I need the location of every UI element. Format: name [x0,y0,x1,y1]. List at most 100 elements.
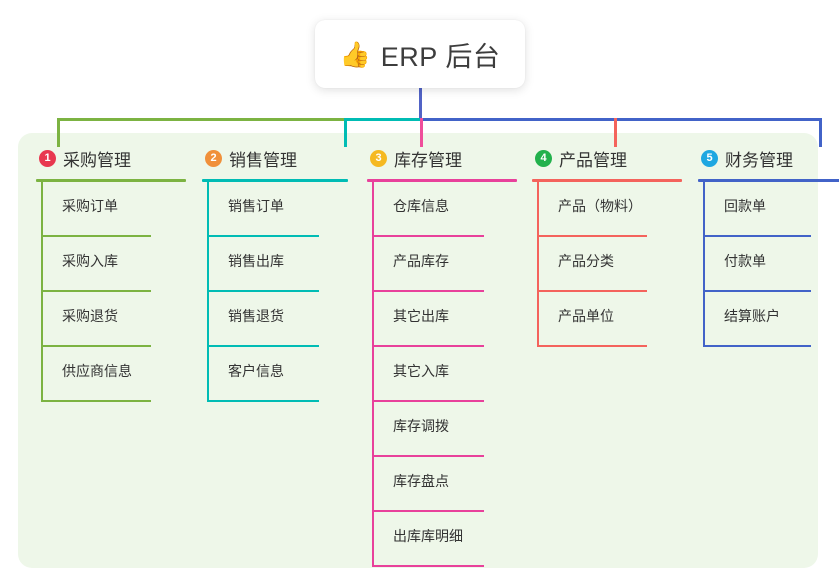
branch-item-label: 采购入库 [62,253,118,269]
branch-number-badge: 3 [370,149,387,167]
branch-item-rule [537,290,647,292]
branch-column-5: 5 财务管理回款单付款单结算账户 [698,146,839,347]
branch-item[interactable]: 其它入库 [367,347,517,402]
branch-item-list: 仓库信息产品库存其它出库其它入库库存调拨库存盘点出库库明细 [367,182,517,567]
branch-item[interactable]: 结算账户 [698,292,839,347]
branch-header-rule [36,179,186,182]
branch-item[interactable]: 库存调拨 [367,402,517,457]
branch-header-rule [367,179,517,182]
branch-item[interactable]: 销售订单 [202,182,348,237]
branch-item-label: 采购退货 [62,308,118,324]
branch-item-label: 产品分类 [558,253,614,269]
branch-item-rule [372,400,484,402]
branch-item-label: 库存盘点 [393,473,449,489]
branch-item[interactable]: 付款单 [698,237,839,292]
branch-item-label: 产品库存 [393,253,449,269]
branch-title: 库存管理 [394,150,462,170]
branch-title: 采购管理 [63,150,131,170]
branch-item-rule [372,510,484,512]
bus-segment-3 [420,118,821,121]
branch-header-rule [532,179,682,182]
branch-column-1: 1 采购管理采购订单采购入库采购退货供应商信息 [36,146,186,402]
branch-item-list: 销售订单销售出库销售退货客户信息 [202,182,348,402]
branch-spine [372,182,374,567]
branch-spine [41,182,43,402]
branches-panel [18,133,818,568]
branch-item-rule [207,345,319,347]
branch-item[interactable]: 出库库明细 [367,512,517,567]
branch-item-label: 出库库明细 [393,528,463,544]
branch-item-label: 销售出库 [228,253,284,269]
branch-item-label: 供应商信息 [62,363,132,379]
drop-connector-1 [57,118,60,147]
root-node[interactable]: 👍 ERP 后台 [315,20,525,88]
branch-item-rule [372,235,484,237]
branch-item-list: 回款单付款单结算账户 [698,182,839,347]
branch-header-1[interactable]: 1 采购管理 [36,146,186,170]
branch-number-badge: 1 [39,149,56,167]
branch-header-rule [202,179,348,182]
branch-item[interactable]: 产品分类 [532,237,682,292]
branch-item-rule [207,290,319,292]
branch-title: 销售管理 [229,150,297,170]
branch-spine [537,182,539,347]
branch-item-label: 客户信息 [228,363,284,379]
branch-item-label: 库存调拨 [393,418,449,434]
branch-item-label: 产品单位 [558,308,614,324]
branch-item-label: 付款单 [724,253,766,269]
branch-item[interactable]: 销售出库 [202,237,348,292]
branch-item-label: 仓库信息 [393,198,449,214]
branch-item-label: 销售订单 [228,198,284,214]
branch-item[interactable]: 产品（物料） [532,182,682,237]
branch-item-label: 回款单 [724,198,766,214]
branch-item-label: 采购订单 [62,198,118,214]
branch-item[interactable]: 其它出库 [367,292,517,347]
branch-item-rule [372,345,484,347]
branch-spine [207,182,209,402]
branch-item[interactable]: 产品库存 [367,237,517,292]
drop-connector-5 [819,118,822,147]
branch-item-label: 销售退货 [228,308,284,324]
branch-item[interactable]: 采购订单 [36,182,186,237]
branch-item-rule [537,345,647,347]
branch-item-rule [41,290,151,292]
branch-item-rule [41,235,151,237]
branch-item[interactable]: 供应商信息 [36,347,186,402]
branch-item-label: 结算账户 [724,308,780,324]
root-node-title: ERP 后台 [380,41,501,72]
branch-item[interactable]: 产品单位 [532,292,682,347]
branch-number-badge: 2 [205,149,222,167]
branch-item[interactable]: 采购入库 [36,237,186,292]
branch-item-list: 采购订单采购入库采购退货供应商信息 [36,182,186,402]
branch-item-rule [372,565,484,567]
branch-title: 产品管理 [559,150,627,170]
branch-spine [703,182,705,347]
branch-column-3: 3 库存管理仓库信息产品库存其它出库其它入库库存调拨库存盘点出库库明细 [367,146,517,567]
branch-item[interactable]: 回款单 [698,182,839,237]
thumbs-up-icon: 👍 [339,39,371,69]
branch-item[interactable]: 采购退货 [36,292,186,347]
bus-segment-1 [57,118,346,121]
branch-header-3[interactable]: 3 库存管理 [367,146,517,170]
branch-item-rule [372,290,484,292]
branch-item[interactable]: 客户信息 [202,347,348,402]
branch-item-rule [207,235,319,237]
branch-column-2: 2 销售管理销售订单销售出库销售退货客户信息 [202,146,348,402]
drop-connector-2 [344,118,347,147]
branch-item[interactable]: 库存盘点 [367,457,517,512]
branch-item[interactable]: 销售退货 [202,292,348,347]
branch-item-list: 产品（物料） 产品分类产品单位 [532,182,682,347]
branch-item-label: 其它入库 [393,363,449,379]
branch-item[interactable]: 仓库信息 [367,182,517,237]
branch-item-label: 产品（物料） [558,198,642,214]
branch-number-badge: 5 [701,149,718,167]
root-stem-connector [419,85,422,121]
branch-header-5[interactable]: 5 财务管理 [698,146,839,170]
branch-title: 财务管理 [725,150,793,170]
branch-item-rule [372,455,484,457]
branch-header-2[interactable]: 2 销售管理 [202,146,348,170]
branch-item-rule [703,345,811,347]
